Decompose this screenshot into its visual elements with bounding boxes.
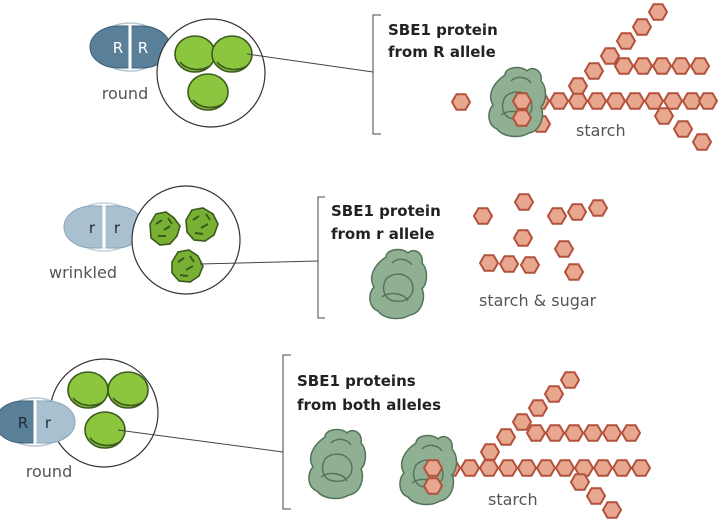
genotype-badge: R R — [89, 22, 171, 72]
genotype-badge: R r — [0, 397, 76, 447]
round-pea — [67, 371, 109, 409]
phenotype-label: round — [26, 462, 72, 481]
bracket — [317, 196, 325, 319]
round-pea — [174, 35, 216, 73]
panel-rr-hetero: R r round SBE1 proteins from both allele… — [0, 354, 651, 519]
product-label: starch — [488, 490, 538, 509]
round-pea — [187, 73, 229, 111]
panel-rr-recessive: r r wrinkled SBE1 protein from r allele — [49, 185, 608, 320]
allele-1: r — [89, 219, 96, 237]
sbe1-protein — [369, 248, 428, 320]
round-pea — [84, 411, 126, 449]
panel-rr: R R round SBE1 protein from R allele sta… — [89, 3, 718, 151]
protein-title-line-2: from r allele — [331, 225, 435, 243]
sbe1-protein — [308, 428, 367, 500]
wrinkled-pea — [149, 211, 181, 246]
round-pea — [211, 35, 253, 73]
round-pea — [107, 371, 149, 409]
phenotype-label: round — [102, 84, 148, 103]
allele-1: R — [18, 414, 28, 432]
phenotype-label: wrinkled — [49, 263, 117, 282]
bracket — [282, 354, 291, 510]
leader-line — [246, 53, 374, 73]
pea-circle — [131, 185, 241, 295]
leader-line — [199, 260, 319, 265]
starch-and-sugar-fragments — [473, 193, 608, 281]
allele-2: R — [138, 39, 148, 57]
protein-title-line-1: SBE1 protein — [331, 202, 441, 220]
wrinkled-pea — [171, 249, 204, 283]
leader-line — [117, 429, 284, 453]
protein-title-line-1: SBE1 protein — [388, 21, 498, 39]
bracket — [372, 14, 381, 135]
allele-2: r — [114, 219, 121, 237]
allele-1: R — [113, 39, 123, 57]
pea-circle — [156, 18, 266, 128]
protein-title-line-2: from both alleles — [297, 396, 441, 414]
protein-title-line-2: from R allele — [388, 43, 496, 61]
protein-title-line-1: SBE1 proteins — [297, 372, 416, 390]
product-label: starch — [576, 121, 626, 140]
product-label: starch & sugar — [479, 291, 597, 310]
allele-2: r — [45, 414, 52, 432]
wrinkled-pea — [185, 207, 219, 242]
